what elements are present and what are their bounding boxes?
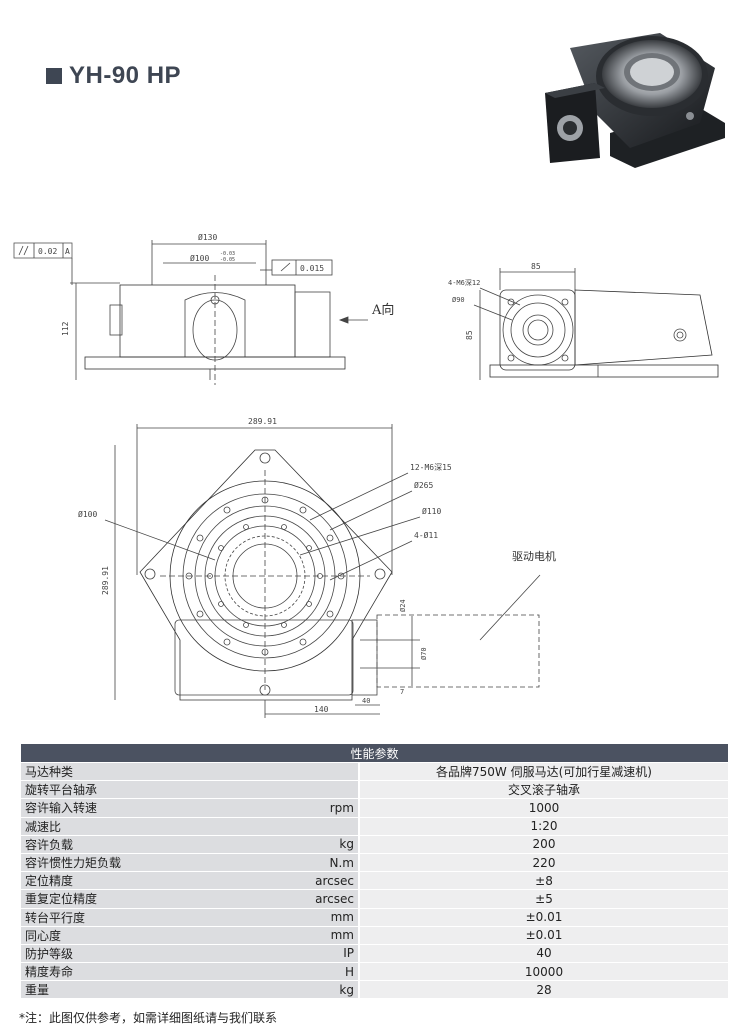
spec-value-cell: ±5: [358, 889, 728, 908]
table-row: 马达种类 各品牌750W 伺服马达(可加行星减速机): [21, 761, 728, 781]
spec-param-cell: 马达种类: [21, 761, 195, 781]
spec-param-cell: 定位精度: [21, 871, 195, 890]
spec-param-cell: 容许负载: [21, 834, 195, 854]
dia-100-fit-text: Ø100: [190, 253, 209, 263]
view-a-text: A向: [371, 302, 394, 318]
spec-value-cell: 各品牌750W 伺服马达(可加行星减速机): [358, 761, 728, 781]
flatness-datum-text: A: [65, 247, 70, 256]
spec-table-body: 马达种类各品牌750W 伺服马达(可加行星减速机)旋转平台轴承交叉滚子轴承容许输…: [21, 761, 728, 999]
spec-value-cell: 10000: [358, 962, 728, 981]
spec-value-cell: 1000: [358, 798, 728, 818]
hole-4-11-text: 4-Ø11: [414, 530, 438, 540]
spec-value-cell: 220: [358, 852, 728, 872]
side-view: 85 4-M6深12 Ø90 85: [448, 262, 719, 380]
spec-unit-cell: arcsec: [195, 889, 359, 908]
spec-param-cell: 重复定位精度: [21, 889, 195, 908]
width-85-text: 85: [531, 262, 541, 271]
spec-unit-cell: H: [195, 962, 359, 981]
spec-table: 性能参数 马达种类 各品牌750W 伺服马达(可加行星减速机) 旋转平台轴承 交叉滚子…: [21, 744, 728, 999]
top-view: 289.91 289.91: [78, 417, 556, 718]
spec-unit-cell: [195, 816, 359, 836]
spec-unit-cell: arcsec: [195, 871, 359, 890]
dia-110-text: Ø110: [422, 506, 441, 516]
fit-upper-text: -0.03: [220, 251, 235, 257]
fit-lower-text: -0.05: [220, 257, 235, 263]
front-view: 0.02 A 112 Ø130 Ø100 -0.03 -0.05 0.015: [13, 232, 394, 385]
spec-unit-cell: mm: [195, 925, 359, 945]
spec-param-cell: 旋转平台轴承: [21, 780, 195, 799]
dia-100-pcd-text: Ø100: [78, 509, 97, 519]
footnote: *注：此图仅供参考，如需详细图纸请与我们联系: [19, 1011, 278, 1025]
table-row: 旋转平台轴承 交叉滚子轴承: [21, 780, 728, 799]
spec-value-cell: ±8: [358, 871, 728, 890]
spec-param-cell: 减速比: [21, 816, 195, 836]
dim-7-text: 7: [400, 688, 404, 696]
spec-value-cell: 200: [358, 834, 728, 854]
spec-unit-cell: kg: [195, 980, 359, 999]
product-title-block: YH-90 HP: [46, 62, 181, 90]
dia-90-text: Ø90: [452, 296, 465, 304]
spec-unit-cell: rpm: [195, 798, 359, 818]
spec-table-header-row: 性能参数: [21, 744, 728, 763]
spec-param-cell: 转台平行度: [21, 907, 195, 927]
product-photo: [545, 33, 725, 168]
height-289-text: 289.91: [101, 566, 110, 595]
spec-unit-cell: [195, 761, 359, 781]
spec-value-cell: ±0.01: [358, 907, 728, 927]
spec-value-cell: 1:20: [358, 816, 728, 836]
spec-param-cell: 防护等级: [21, 943, 195, 963]
flatness-tolerance-text: 0.02: [38, 247, 57, 256]
spec-param-cell: 同心度: [21, 925, 195, 945]
spec-param-cell: 重量: [21, 980, 195, 999]
spec-unit-cell: N.m: [195, 852, 359, 872]
thread-4m6-text: 4-M6深12: [448, 278, 480, 287]
dim-40-text: 40: [362, 697, 370, 705]
dia-70-text: Ø70: [420, 647, 428, 660]
spec-param-cell: 容许输入转速: [21, 798, 195, 818]
product-title: YH-90 HP: [69, 62, 182, 89]
spec-param-cell: 容许惯性力矩负载: [21, 852, 195, 872]
motor-label-text: 驱动电机: [512, 549, 556, 563]
spec-unit-cell: kg: [195, 834, 359, 854]
thread-12m6-text: 12-M6深15: [410, 463, 452, 472]
spec-table-header: 性能参数: [21, 744, 728, 763]
spec-unit-cell: [195, 780, 359, 799]
spec-value-cell: 40: [358, 943, 728, 963]
spec-unit-cell: mm: [195, 907, 359, 927]
spec-unit-cell: IP: [195, 943, 359, 963]
dim-140-text: 140: [314, 705, 329, 714]
runout-tolerance-text: 0.015: [300, 264, 324, 273]
height-112-text: 112: [61, 321, 70, 336]
technical-drawing: 0.02 A 112 Ø130 Ø100 -0.03 -0.05 0.015: [13, 232, 719, 718]
spec-value-cell: 28: [358, 980, 728, 999]
dia-24-text: Ø24: [399, 599, 407, 612]
spec-value-cell: 交叉滚子轴承: [358, 780, 728, 799]
table-row: 减速比 1:20: [21, 816, 728, 836]
height-85-text: 85: [465, 330, 474, 340]
dia-265-text: Ø265: [414, 480, 433, 490]
width-289-text: 289.91: [248, 417, 277, 426]
title-square-icon: [46, 68, 62, 84]
spec-value-cell: ±0.01: [358, 925, 728, 945]
spec-param-cell: 精度寿命: [21, 962, 195, 981]
dia-130-text: Ø130: [198, 232, 217, 242]
